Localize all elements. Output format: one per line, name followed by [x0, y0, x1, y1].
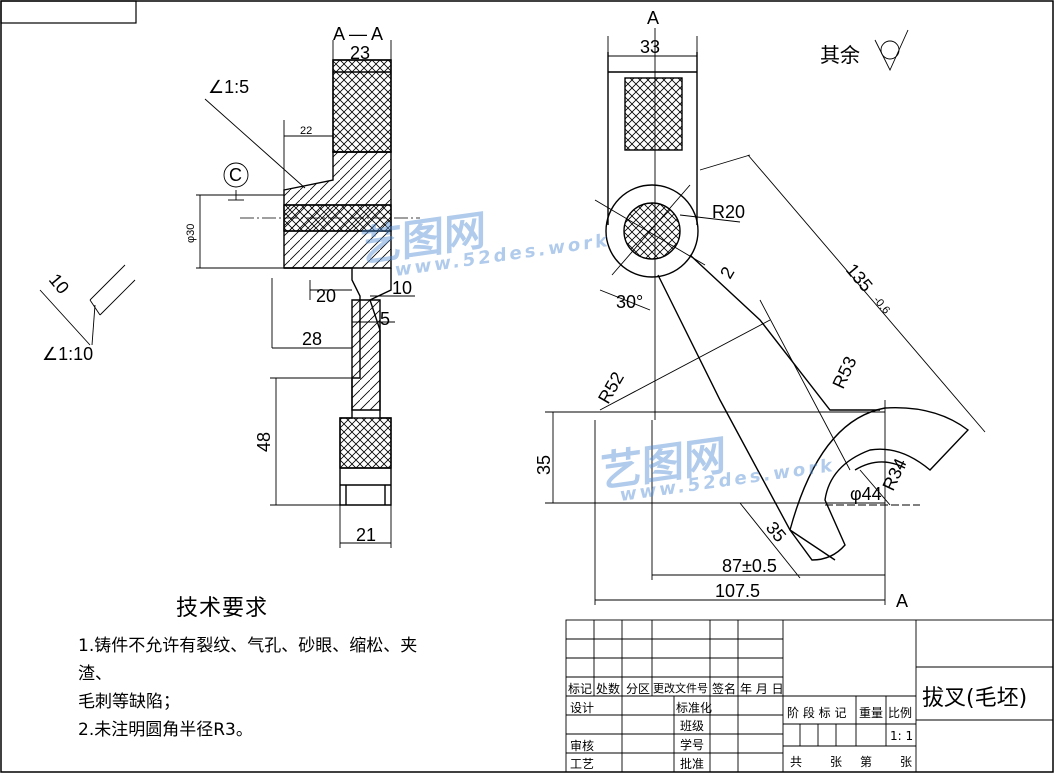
dim-r53: R53	[828, 353, 860, 391]
tb-class: 班级	[680, 719, 705, 733]
dim-left-5: 5	[380, 309, 390, 329]
tb-student-no: 学号	[680, 738, 705, 752]
dim-r20: R20	[712, 202, 745, 222]
dim-d44: φ44	[850, 484, 882, 504]
notes-line-3: 毛刺等缺陷；	[78, 692, 180, 712]
front-dimensions	[545, 28, 986, 605]
front-view	[605, 52, 970, 561]
section-mark-bottom: A	[896, 591, 908, 611]
dim-left-23: 23	[350, 43, 370, 63]
dim-left-28: 28	[302, 329, 322, 349]
tb-design: 设计	[570, 701, 595, 715]
dim-taper-1-10: ∠1:10	[42, 344, 93, 364]
tb-sheet: 张	[830, 755, 843, 769]
tb-sign: 签名	[712, 682, 737, 696]
dim-left-22: 22	[300, 125, 312, 137]
part-name: 拔叉(毛坯)	[922, 686, 1028, 711]
title-block	[565, 619, 1054, 773]
dim-r34: R34	[878, 455, 910, 493]
dim-r52: R52	[594, 368, 628, 407]
datum-c: C	[229, 165, 242, 185]
tb-zone: 分区	[626, 682, 651, 696]
tb-date: 年 月 日	[740, 682, 784, 696]
dim-2: 2	[716, 263, 738, 282]
corner-box	[0, 0, 137, 24]
dim-taper-10: 10	[45, 270, 73, 298]
tb-review: 审核	[570, 739, 595, 753]
dim-left-20: 20	[316, 286, 336, 306]
tb-nth: 第	[860, 755, 873, 769]
tb-scale-label: 比例	[888, 706, 913, 720]
notes-line-1: 1.铸件不允许有裂纹、气孔、砂眼、缩松、夹	[78, 636, 418, 656]
tb-change-doc: 更改文件号	[653, 682, 708, 695]
tb-scale-value: 1: 1	[890, 729, 914, 743]
dim-angle-30: 30°	[616, 292, 643, 312]
dim-left-10: 10	[392, 278, 412, 298]
tb-approve: 批准	[680, 757, 705, 771]
dim-87: 87±0.5	[722, 556, 777, 576]
dim-107-5: 107.5	[715, 581, 760, 601]
tb-mark: 标记	[568, 682, 593, 696]
dim-taper-1-5: ∠1:5	[208, 77, 249, 97]
section-mark-top: A	[647, 8, 659, 28]
dim-left-dia30: φ30	[185, 224, 197, 243]
left-dimensions	[39, 40, 415, 548]
tb-stage-mark: 阶 段 标 记	[787, 706, 847, 720]
tb-standard: 标准化	[676, 701, 713, 715]
dim-left-21: 21	[356, 525, 376, 545]
dim-135: 135	[842, 260, 877, 296]
dim-135-tol: -0.6	[871, 294, 892, 316]
tb-process: 工艺	[570, 757, 595, 771]
tb-total: 共	[790, 755, 803, 769]
tb-count: 处数	[596, 682, 621, 696]
dim-h35: 35	[534, 455, 554, 475]
tb-sheet-2: 张	[900, 755, 913, 769]
notes-line-4: 2.未注明圆角半径R3。	[78, 720, 253, 740]
section-label: A — A	[333, 24, 383, 44]
tb-weight: 重量	[859, 706, 884, 720]
technical-requirements: 技术要求 1.铸件不允许有裂纹、气孔、砂眼、缩松、夹 渣、 毛刺等缺陷； 2.未…	[78, 590, 498, 744]
dim-right-33: 33	[640, 37, 660, 57]
dim-left-48: 48	[254, 432, 274, 452]
notes-title: 技术要求	[176, 596, 269, 621]
notes-line-2: 渣、	[78, 664, 112, 684]
surface-note: 其余	[820, 43, 860, 67]
